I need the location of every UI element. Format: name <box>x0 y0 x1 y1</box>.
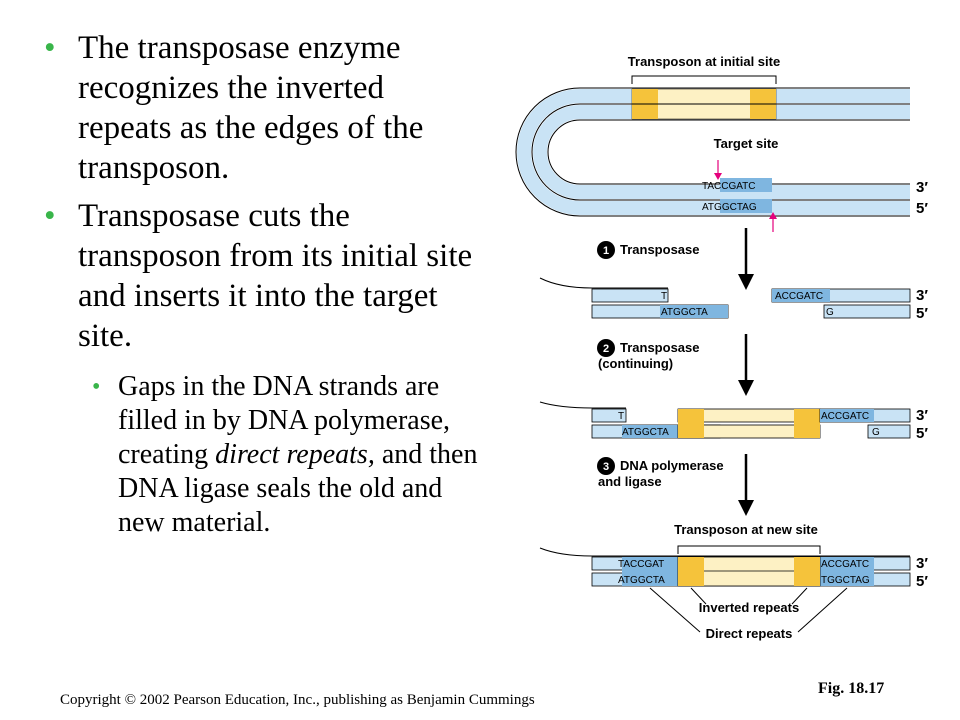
seq-p3-top-right: ACCGATC <box>821 411 869 422</box>
cut-arrow-bottom-head <box>769 212 777 219</box>
step-3-number: 3 <box>603 461 609 473</box>
p3-repeat-right <box>794 409 820 438</box>
step-1-label: Transposase <box>620 242 700 257</box>
p4-repeat-right <box>794 557 820 586</box>
cut-arrow-top-head <box>714 173 722 180</box>
p2-left-top-strand <box>591 288 669 303</box>
step-arrow-1-head <box>738 274 754 290</box>
p3-right-bottom-strand <box>867 424 911 439</box>
label-new-site: Transposon at new site <box>674 522 818 537</box>
bullet-2: • Transposase cuts the transposon from i… <box>40 196 480 356</box>
p3-left-edge <box>539 401 626 409</box>
seq-p2-bottom-left: ATGGCTA <box>661 307 708 318</box>
seq-p3-bottom-left: ATGGCTA <box>622 427 669 438</box>
seq-p1-top: TACCGATC <box>702 181 756 192</box>
p2-right-bottom-strand <box>823 304 911 319</box>
end-3-prime: 3′ <box>916 179 928 196</box>
seq-p2-bottom-right: G <box>826 307 834 318</box>
step-3-label-line2: and ligase <box>598 474 662 489</box>
sub-bullet: • Gaps in the DNA strands are filled in … <box>40 370 480 540</box>
end-3-prime: 3′ <box>916 287 928 304</box>
bullet-list: • The transposase enzyme recognizes the … <box>40 28 480 540</box>
end-3-prime: 3′ <box>916 407 928 424</box>
copyright-notice: Copyright © 2002 Pearson Education, Inc.… <box>60 692 535 708</box>
step-1-number: 1 <box>603 245 609 257</box>
bullet-dot: • <box>44 198 56 234</box>
inverted-repeats-pointer <box>690 587 808 605</box>
sub-bullet-post: and then DNA ligase seals the old and ne… <box>118 439 478 538</box>
p2-left-bottom-sticky <box>660 305 728 318</box>
panel-cut: T ATGGCTA ACCGATC G 3′ 5′ <box>539 277 928 322</box>
p3-right-top-sticky <box>820 409 874 422</box>
seq-p4-bottom-right: TGGCTAG <box>821 575 870 586</box>
step-3-label-line1: DNA polymerase <box>620 458 724 473</box>
step-2-badge <box>597 339 615 357</box>
seq-p3-bottom-right: G <box>872 427 880 438</box>
p4-repeat-left <box>678 557 704 586</box>
label-initial-site: Transposon at initial site <box>628 54 780 69</box>
target-site-top <box>720 178 772 192</box>
end-5-prime: 5′ <box>916 573 928 590</box>
step-arrow-3-head <box>738 500 754 516</box>
end-5-prime: 5′ <box>916 305 928 322</box>
dna-strand-outer <box>517 89 910 215</box>
seq-p2-top-left: T <box>661 291 667 302</box>
panel-new-site: Transposon at new site TACCGAT ATGGCTA A… <box>539 522 928 641</box>
seq-p2-top-right: ACCGATC <box>775 291 823 302</box>
step-2-number: 2 <box>603 343 609 355</box>
p4-left-edge <box>539 547 910 557</box>
end-5-prime: 5′ <box>916 425 928 442</box>
p3-left-bottom-sticky <box>622 425 678 438</box>
bullet-1: • The transposase enzyme recognizes the … <box>40 28 480 188</box>
end-5-prime: 5′ <box>916 200 928 217</box>
direct-repeat-left <box>622 557 678 586</box>
dna-outer-edge <box>515 87 910 217</box>
initial-site-bracket <box>631 75 777 84</box>
dna-strand-divider <box>531 103 910 201</box>
seq-p4-bottom-left: ATGGCTA <box>618 575 665 586</box>
dna-inner-edge <box>547 119 910 185</box>
bullet-2-text: Transposase cuts the transposon from its… <box>78 198 473 354</box>
figure-number: Fig. 18.17 <box>818 680 885 697</box>
step-arrow-2-head <box>738 380 754 396</box>
p2-left-edge <box>539 277 668 289</box>
step-2-label-line1: Transposase <box>620 340 700 355</box>
step-2-label-line2: (continuing) <box>598 356 673 371</box>
bullet-1-text: The transposase enzyme recognizes the in… <box>78 30 424 186</box>
direct-repeat-right <box>820 557 874 586</box>
label-inverted-repeats: Inverted repeats <box>699 600 799 615</box>
p3-repeat-left <box>678 409 704 438</box>
target-site-bottom <box>720 199 772 213</box>
p2-right-top-sticky <box>772 289 830 302</box>
seq-p1-bottom: ATGGCTAG <box>702 202 757 213</box>
sub-bullet-dot: • <box>92 374 101 400</box>
seq-p4-top-right: ACCGATC <box>821 559 869 570</box>
new-site-bracket <box>677 545 821 554</box>
seq-p4-top-left: TACCGAT <box>618 559 664 570</box>
panel-initial: Transposon at initial site Target site T… <box>515 54 928 232</box>
dna-strand-inner <box>533 105 910 199</box>
label-target-site: Target site <box>714 136 779 151</box>
sub-bullet-emphasis: direct repeats, <box>215 439 375 470</box>
step-3-badge <box>597 457 615 475</box>
direct-repeats-pointer <box>649 587 848 633</box>
seq-p3-top-left: T <box>618 411 624 422</box>
p3-left-top-strand <box>591 408 627 423</box>
end-3-prime: 3′ <box>916 555 928 572</box>
label-direct-repeats: Direct repeats <box>706 626 793 641</box>
step-1-badge <box>597 241 615 259</box>
panel-inserted: T ATGGCTA ACCGATC G 3′ 5′ <box>539 401 928 442</box>
sub-bullet-pre: Gaps in the DNA strands are filled in by… <box>118 371 451 470</box>
bullet-dot: • <box>44 30 56 66</box>
